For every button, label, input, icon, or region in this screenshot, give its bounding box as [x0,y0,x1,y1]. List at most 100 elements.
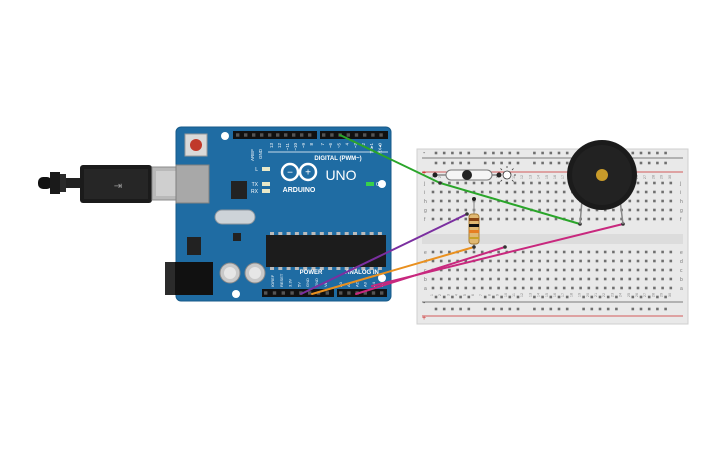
rail-hole[interactable] [516,161,520,165]
breadboard-hole[interactable] [636,190,640,194]
breadboard-hole[interactable] [448,208,451,212]
breadboard-hole[interactable] [513,217,517,221]
breadboard-hole[interactable] [505,277,509,281]
breadboard-hole[interactable] [636,268,640,272]
breadboard-hole[interactable] [595,286,599,290]
rail-hole[interactable] [483,307,487,311]
breadboard-hole[interactable] [595,259,599,263]
breadboard-hole[interactable] [480,286,484,290]
rail-hole[interactable] [549,295,553,299]
breadboard-hole[interactable] [620,277,623,281]
rail-hole[interactable] [516,307,520,311]
breadboard-hole[interactable] [661,286,664,290]
breadboard-hole[interactable] [472,286,476,290]
breadboard-hole[interactable] [669,268,673,272]
rail-hole[interactable] [582,307,585,311]
rail-hole[interactable] [451,307,454,311]
breadboard-hole[interactable] [554,286,558,290]
breadboard-hole[interactable] [562,208,566,212]
breadboard-hole[interactable] [464,199,468,203]
breadboard-hole[interactable] [562,190,566,194]
rail-hole[interactable] [500,307,503,311]
breadboard-hole[interactable] [669,199,673,203]
breadboard-hole[interactable] [456,199,459,203]
header-pin[interactable] [252,133,256,137]
breadboard-hole[interactable] [628,217,632,221]
breadboard-hole[interactable] [669,181,673,185]
rail-hole[interactable] [541,151,544,155]
rail-hole[interactable] [557,151,561,155]
breadboard-hole[interactable] [464,190,468,194]
breadboard-hole[interactable] [489,208,492,212]
rail-hole[interactable] [500,151,503,155]
rail-hole[interactable] [639,295,643,299]
rail-hole[interactable] [647,307,651,311]
breadboard-hole[interactable] [530,250,533,254]
breadboard-hole[interactable] [480,181,484,185]
breadboard-hole[interactable] [431,250,435,254]
breadboard-hole[interactable] [513,208,517,212]
breadboard-hole[interactable] [464,250,468,254]
breadboard-hole[interactable] [521,277,525,281]
breadboard-hole[interactable] [661,217,664,221]
rail-hole[interactable] [500,161,503,165]
rail-hole[interactable] [590,307,594,311]
breadboard-hole[interactable] [456,286,459,290]
rail-hole[interactable] [508,151,512,155]
breadboard-hole[interactable] [538,286,541,290]
rail-hole[interactable] [516,151,520,155]
breadboard-hole[interactable] [505,286,509,290]
breadboard-hole[interactable] [595,268,599,272]
rail-hole[interactable] [483,161,487,165]
breadboard-hole[interactable] [497,250,500,254]
breadboard-hole[interactable] [612,259,615,263]
breadboard-hole[interactable] [612,208,615,212]
rail-hole[interactable] [606,307,610,311]
rail-hole[interactable] [565,151,569,155]
wire-magenta-2[interactable] [371,223,624,287]
header-pin[interactable] [290,291,294,295]
breadboard-hole[interactable] [472,268,476,272]
breadboard-hole[interactable] [612,250,615,254]
breadboard-hole[interactable] [661,190,664,194]
breadboard-hole[interactable] [497,259,500,263]
breadboard-hole[interactable] [562,268,566,272]
wire-orange[interactable] [311,246,475,295]
breadboard-hole[interactable] [521,217,525,221]
breadboard-hole[interactable] [530,217,533,221]
breadboard-hole[interactable] [562,250,566,254]
breadboard-hole[interactable] [448,181,451,185]
wire-magenta-1[interactable] [355,246,506,295]
rail-hole[interactable] [483,295,487,299]
breadboard-hole[interactable] [546,181,550,185]
breadboard-hole[interactable] [472,181,476,185]
breadboard-hole[interactable] [644,208,648,212]
breadboard-hole[interactable] [612,217,615,221]
breadboard-hole[interactable] [628,268,632,272]
rail-hole[interactable] [549,161,553,165]
breadboard-hole[interactable] [620,250,623,254]
breadboard-hole[interactable] [521,199,525,203]
breadboard-hole[interactable] [448,190,451,194]
breadboard-hole[interactable] [571,199,574,203]
breadboard-hole[interactable] [620,268,623,272]
breadboard-hole[interactable] [620,286,623,290]
breadboard-hole[interactable] [571,268,574,272]
rail-hole[interactable] [615,307,618,311]
breadboard-hole[interactable] [644,181,648,185]
breadboard-hole[interactable] [628,199,632,203]
buzzer-icon[interactable] [567,140,637,225]
breadboard-hole[interactable] [505,190,509,194]
breadboard-hole[interactable] [612,268,615,272]
breadboard-hole[interactable] [480,208,484,212]
breadboard-hole[interactable] [448,286,451,290]
breadboard-hole[interactable] [636,208,640,212]
breadboard-hole[interactable] [653,199,656,203]
breadboard-hole[interactable] [571,208,574,212]
breadboard-hole[interactable] [472,277,476,281]
rail-hole[interactable] [451,161,454,165]
rail-hole[interactable] [467,161,471,165]
rail-hole[interactable] [492,295,495,299]
breadboard-hole[interactable] [603,259,607,263]
breadboard-hole[interactable] [546,208,550,212]
